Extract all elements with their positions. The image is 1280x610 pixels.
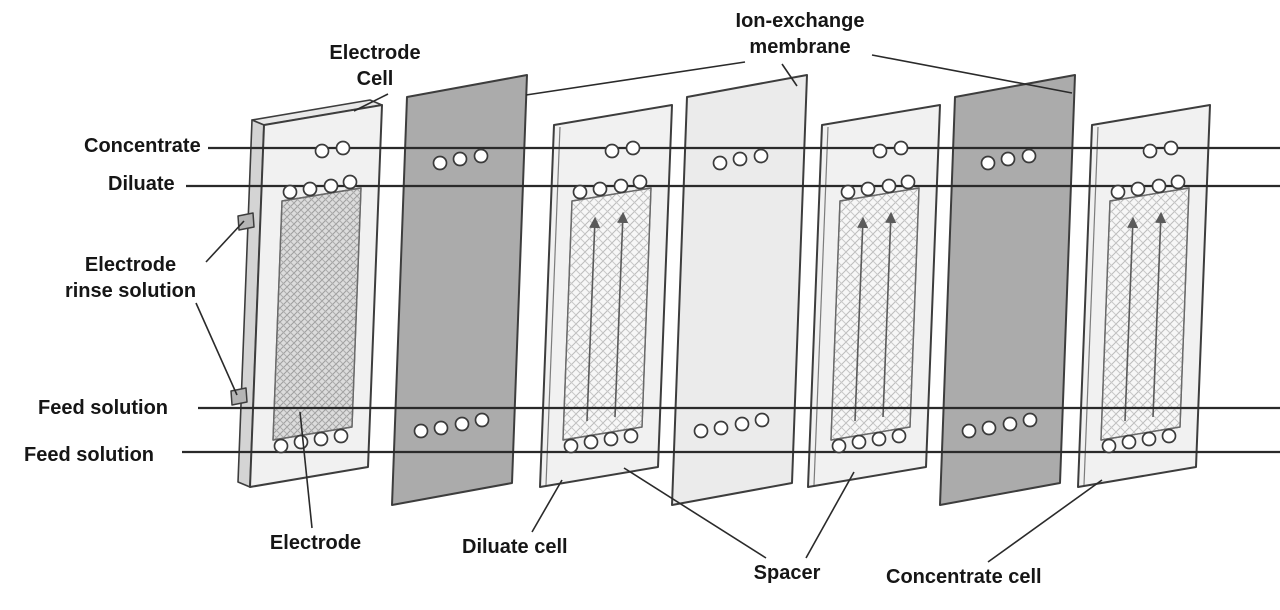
leader-ion-exchange-1 bbox=[525, 61, 746, 96]
electrode-window-mesh bbox=[272, 187, 362, 441]
port-holes-end-cell bbox=[1101, 140, 1186, 454]
port-holes-electrode-cell bbox=[273, 140, 358, 454]
leader-electrode-cell bbox=[353, 93, 389, 112]
leader-ion-exchange-2 bbox=[781, 63, 798, 87]
diluate-flow-arrows bbox=[586, 211, 629, 422]
diluate-cell-plate bbox=[539, 104, 673, 488]
end-cell-plate bbox=[1077, 104, 1211, 488]
leader-ion-exchange-3 bbox=[871, 54, 1073, 94]
concentrate-window-mesh bbox=[830, 187, 920, 441]
concentrate-cell-plate bbox=[807, 104, 941, 488]
leader-spacer-right bbox=[805, 471, 855, 559]
port-holes-membrane-3 bbox=[961, 148, 1038, 439]
leader-lines bbox=[195, 54, 1103, 563]
port-holes-membrane-2 bbox=[693, 148, 770, 439]
port-holes-membrane-1 bbox=[413, 148, 490, 439]
leader-electrode bbox=[299, 411, 313, 529]
leader-spacer-left bbox=[623, 467, 767, 559]
ion-exchange-membrane-2 bbox=[671, 74, 808, 506]
port-holes-concentrate-cell bbox=[831, 140, 916, 454]
ion-exchange-membrane-3 bbox=[939, 74, 1076, 506]
flow-lines bbox=[182, 146, 1280, 454]
electrode-rinse-port-top bbox=[237, 212, 255, 231]
ion-exchange-membrane-1 bbox=[391, 74, 528, 506]
leader-electrode-rinse-top bbox=[205, 220, 245, 263]
leader-electrode-rinse-bottom bbox=[195, 302, 238, 396]
port-holes-diluate-cell bbox=[563, 140, 648, 454]
diluate-window-mesh bbox=[562, 187, 652, 441]
end-flow-arrows bbox=[1124, 211, 1167, 422]
electrode-cell-plate bbox=[230, 99, 383, 488]
leader-concentrate-cell bbox=[987, 479, 1103, 563]
concentrate-flow-arrows bbox=[854, 211, 897, 422]
electrode-rinse-port-bottom bbox=[230, 387, 248, 406]
port-holes bbox=[273, 140, 1186, 454]
end-window-mesh bbox=[1100, 187, 1190, 441]
leader-diluate-cell bbox=[531, 479, 563, 533]
